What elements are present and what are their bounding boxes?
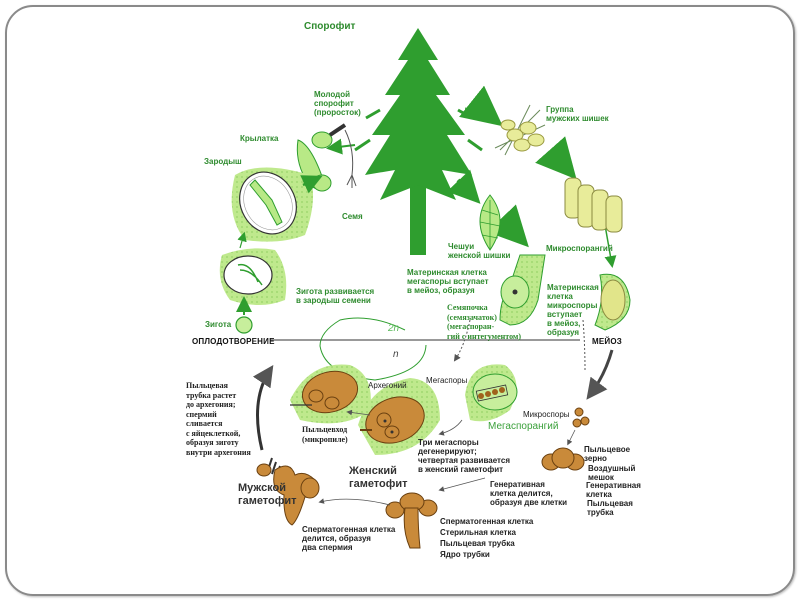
developing-seed: [219, 248, 287, 305]
label-tube-nucleus: Ядро трубки: [440, 550, 490, 559]
label-female-scale: Чешуи женской шишки: [448, 242, 511, 260]
microspores: [572, 407, 590, 428]
label-seed: Семя: [342, 212, 363, 221]
label-megaspore-mother-cell: Материнская клетка мегаспоры вступает в …: [407, 268, 489, 295]
label-microsporangium: Микроспорангий: [546, 244, 613, 253]
label-haploid-n: n: [393, 349, 399, 360]
label-pollen-grain: Пыльцевое зерно: [584, 445, 631, 463]
germinating-pollen-grain: [385, 492, 438, 549]
label-generative-cell: Генеративная клетка: [586, 481, 641, 499]
label-meiosis: МЕЙОЗ: [592, 337, 622, 346]
label-megaspores: Мегаспоры: [426, 376, 468, 385]
arrow-tree-to-male-cones: [459, 85, 503, 127]
ovule-with-pollen-tube: [290, 364, 371, 424]
label-micropyle: Пыльцевход (микропиле): [302, 425, 348, 444]
microsporangium: [594, 273, 631, 331]
label-diploid-2n: 2n: [388, 323, 400, 334]
ploidy-circle-2n: [319, 317, 427, 381]
label-ovule: Семяпочка (семязачаток) (мегаспоран- гий…: [447, 303, 522, 341]
pollen-grain: [541, 447, 585, 471]
label-spermatogenous-cell: Сперматогенная клетка: [440, 517, 534, 526]
label-zygote-develops: Зигота развивается в зародыш семени: [296, 287, 375, 305]
label-spermatogenous-divides: Сперматогенная клетка делится, образуя д…: [302, 525, 396, 552]
label-archegonium: Архегоний: [368, 381, 407, 390]
arrow-male-cones-to-microsporangia: [535, 136, 577, 180]
male-cone-cluster: [494, 104, 546, 156]
female-gametophyte-ovule: [358, 378, 440, 455]
label-pollen-tube-grows: Пыльцевая трубка растет до архегония; сп…: [186, 381, 251, 457]
label-three-megaspores: Три мегаспоры дегенерируют; четвертая ра…: [418, 438, 510, 474]
label-young-sporophyte: Молодой спорофит (проросток): [314, 90, 361, 117]
label-generative-divides: Генеративная клетка делится, образуя две…: [490, 480, 568, 507]
label-pollen-tube: Пыльцевая трубка: [587, 499, 633, 517]
arrow-tree-to-female-cone: [446, 169, 481, 204]
seed-with-embryo: [231, 167, 314, 242]
zygote: [235, 316, 253, 334]
label-fertilization: ОПЛОДОТВОРЕНИЕ: [192, 337, 275, 346]
ovule: [499, 254, 546, 326]
label-embryo: Зародыш: [204, 157, 242, 166]
label-zygote: Зигота: [205, 320, 232, 329]
megasporangium: [465, 364, 518, 422]
pine-tree-sporophyte: [354, 28, 483, 255]
slide-frame: [5, 5, 795, 596]
label-air-sac: Воздушный мешок: [588, 464, 636, 482]
label-wing: Крылатка: [240, 134, 279, 143]
label-female-gametophyte: Женский гаметофит: [349, 465, 408, 490]
label-male-cones: Группа мужских шишек: [546, 105, 609, 123]
seedling: [311, 123, 357, 188]
label-sterile-cell: Стерильная клетка: [440, 528, 516, 537]
male-gametophyte: [256, 463, 320, 526]
female-cone-scale: [479, 194, 501, 251]
arrow-fertilization: [252, 365, 274, 451]
sporophyte-title: Спорофит: [304, 21, 356, 32]
arrow-cone-to-ovule: [486, 204, 529, 248]
microsporangia-cones: [564, 177, 623, 233]
label-microspores: Микроспоры: [523, 410, 570, 419]
label-megasporangium: Мегаспорангий: [488, 421, 559, 432]
label-microspore-mother-cell: Материнская клетка микроспоры вступает в…: [547, 283, 599, 337]
label-pollen-tube-2: Пыльцевая трубка: [440, 539, 515, 548]
label-male-gametophyte: Мужской гаметофит: [238, 482, 297, 507]
